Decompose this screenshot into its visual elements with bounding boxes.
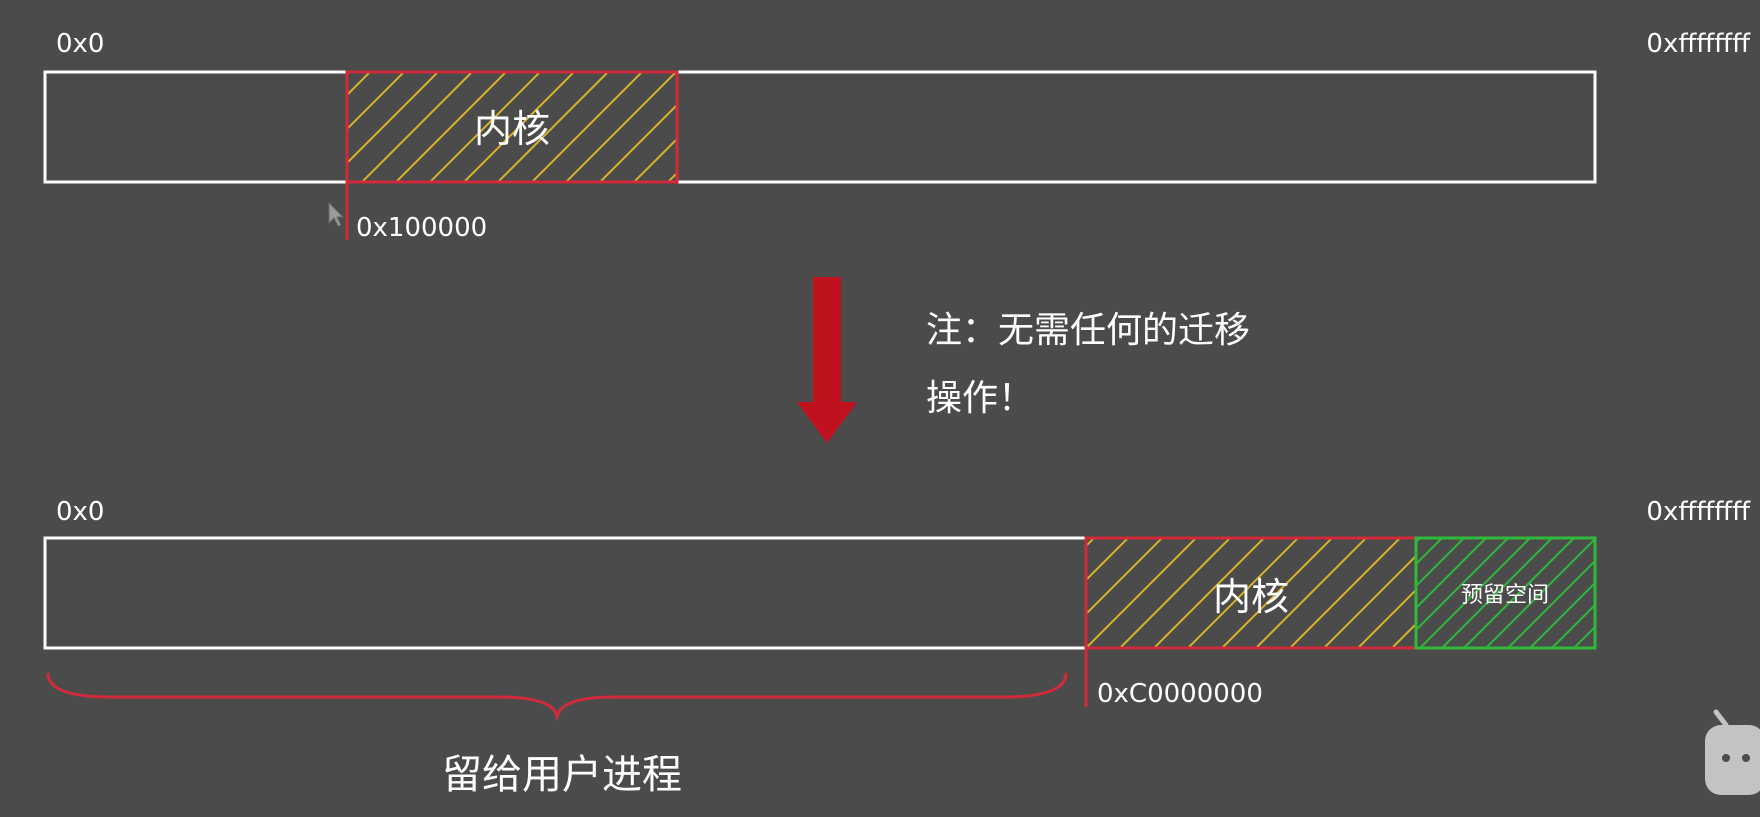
cursor-arrow-icon [328,201,345,227]
user-process-label: 留给用户进程 [442,752,682,798]
before-kernel-label: 内核 [474,107,550,151]
tv-logo-icon [1705,709,1760,795]
after-end-address: 0xffffffff [1646,497,1751,527]
reserved-space-label: 预留空间 [1461,583,1549,608]
before-kernel-address: 0x100000 [356,213,487,243]
before-memory-map: 0x0 0xffffffff 内核 0x100000 [43,29,1751,243]
after-start-address: 0x0 [56,497,104,527]
user-space-brace [46,672,1068,722]
note: 注：无需任何的迁移 操作！ [926,310,1250,419]
note-line-2: 操作！ [926,378,1034,419]
before-kernel-region: 内核 [345,70,679,184]
after-kernel-label: 内核 [1213,575,1289,619]
before-end-address: 0xffffffff [1646,29,1751,59]
after-kernel-address: 0xC0000000 [1097,679,1263,709]
before-address-space-bar [43,70,1597,184]
after-kernel-region: 内核 [1084,536,1418,650]
reserved-space-region: 预留空间 [1414,536,1597,650]
after-memory-map: 0x0 0xffffffff 内核 预留空间 0xC0000000 留给用户进程 [43,497,1751,798]
note-line-1: 注：无需任何的迁移 [926,310,1250,351]
down-arrow-icon [797,277,857,443]
before-start-address: 0x0 [56,29,104,59]
